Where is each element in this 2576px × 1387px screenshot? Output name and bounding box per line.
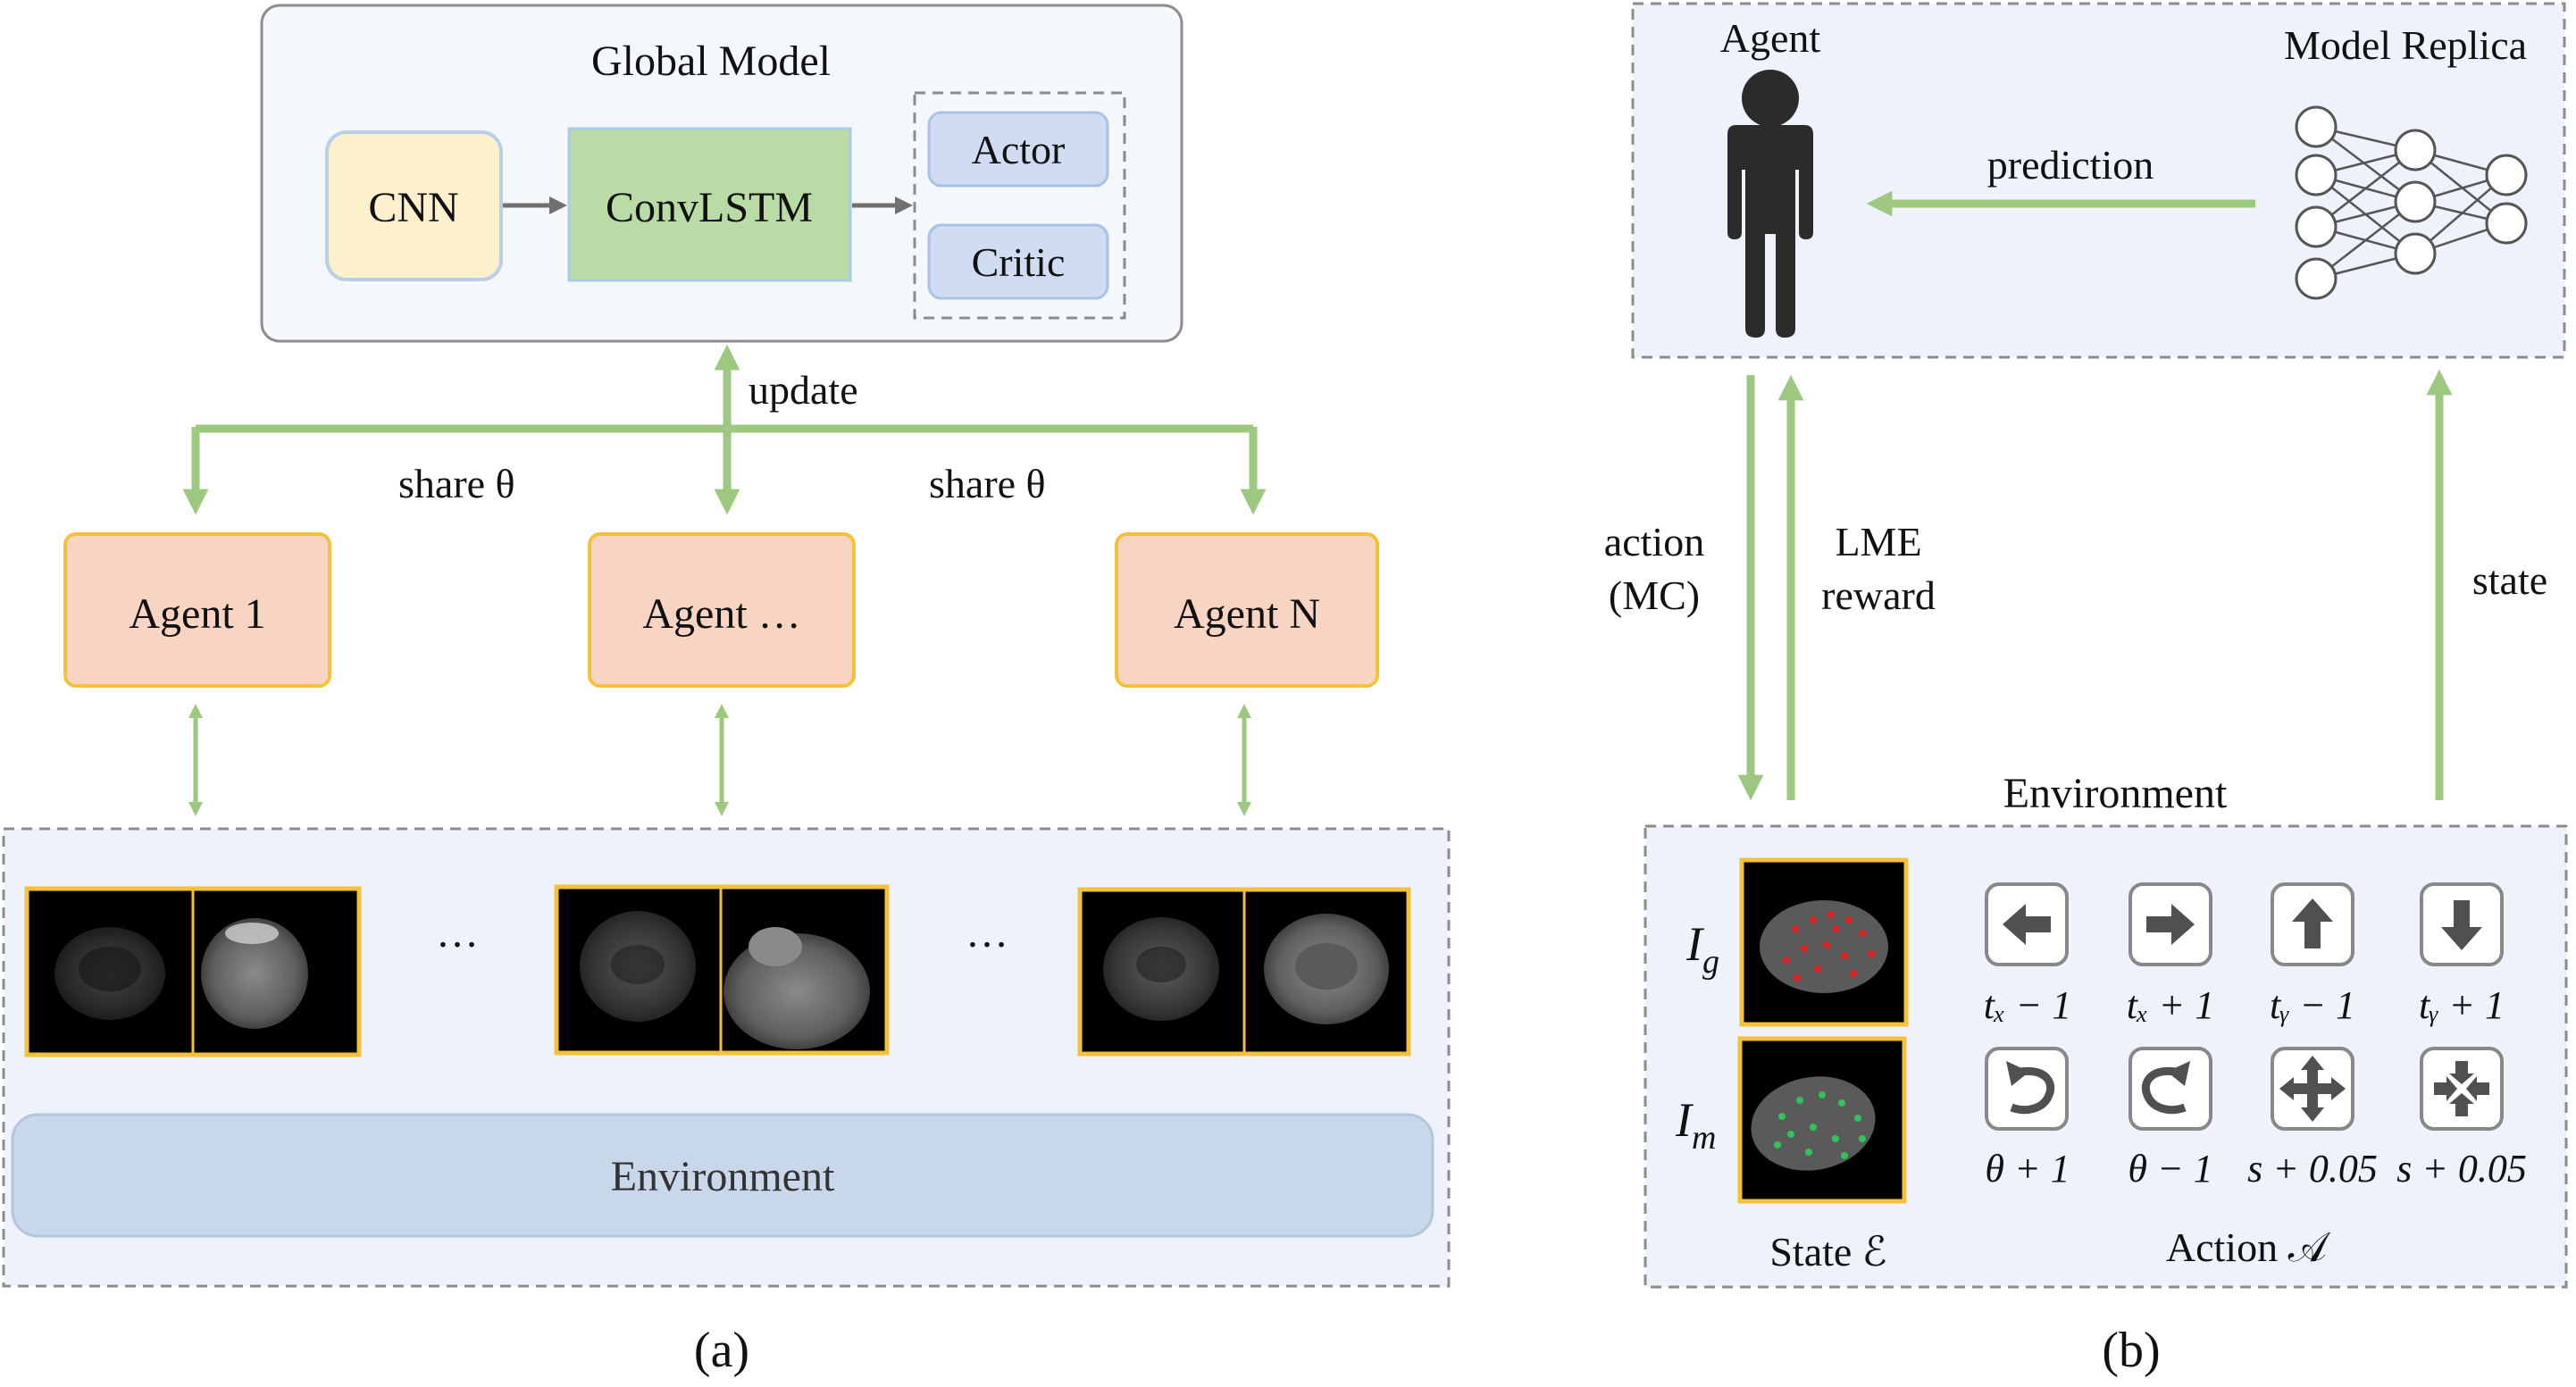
prediction-label: prediction xyxy=(1987,142,2154,188)
image-moving-symbol: Im xyxy=(1675,1093,1716,1157)
update-label: update xyxy=(749,367,858,413)
environment-a-label: Environment xyxy=(611,1153,835,1200)
action-icon-tx-minus xyxy=(1985,882,2069,966)
ellipsis-left: … xyxy=(436,909,479,957)
global-model-title: Global Model xyxy=(591,38,831,85)
scan-pair-3 xyxy=(1077,887,1411,1057)
convlstm-label: ConvLSTM xyxy=(606,184,813,231)
scan-pair-1 xyxy=(24,886,362,1057)
environment-a: … … Environment xyxy=(2,827,1451,1288)
agent-box-n: Agent N xyxy=(1115,532,1379,688)
agent-n-label: Agent N xyxy=(1174,590,1320,638)
environment-b-label: Environment xyxy=(2003,770,2228,817)
fixed-image-thumbnail xyxy=(1739,857,1909,1027)
agent-box-1: Agent 1 xyxy=(63,532,331,688)
panel-b: Agent Model Replica prediction xyxy=(1604,2,2568,1378)
state-label: state xyxy=(2472,557,2547,603)
agent-box-mid: Agent … xyxy=(588,532,856,688)
panel-a: Global Model CNN ConvLSTM Actor Critic u… xyxy=(2,4,1451,1378)
action-label-tx-plus: tₓ + 1 xyxy=(2127,983,2214,1027)
action-icon-theta-plus xyxy=(1985,1047,2069,1131)
action-icon-scale-shrink xyxy=(2420,1047,2504,1131)
critic-label: Critic xyxy=(972,239,1066,285)
global-model-box: Global Model CNN ConvLSTM Actor Critic xyxy=(260,4,1183,343)
action-label-theta-minus: θ − 1 xyxy=(2128,1147,2212,1191)
action-icon-scale-expand xyxy=(2271,1047,2354,1131)
critic-block xyxy=(927,223,1109,300)
state-space-label: State ℰ xyxy=(1769,1229,1886,1274)
action-label-theta-plus: θ + 1 xyxy=(1985,1147,2070,1191)
reward-label-line2: reward xyxy=(1821,572,1936,618)
action-label-scale-expand: s + 0.05 xyxy=(2247,1147,2378,1191)
convlstm-block xyxy=(567,127,852,282)
action-label-line1: action xyxy=(1604,519,1704,564)
agent-mid-label: Agent … xyxy=(642,590,800,638)
action-icon-ty-minus xyxy=(2271,882,2354,966)
cnn-block xyxy=(325,130,503,281)
action-icon-theta-minus xyxy=(2129,1047,2212,1131)
image-fixed-symbol: Ig xyxy=(1685,917,1719,981)
actor-label: Actor xyxy=(972,127,1066,172)
agent-person-icon xyxy=(1727,70,1813,338)
action-label-tx-minus: tₓ − 1 xyxy=(1984,983,2071,1027)
neural-network-icon xyxy=(2295,105,2528,300)
caption-b: (b) xyxy=(2102,1323,2160,1378)
model-replica-label: Model Replica xyxy=(2284,22,2527,68)
agent-label: Agent xyxy=(1720,15,1821,61)
action-label-ty-plus: tᵧ + 1 xyxy=(2419,983,2505,1027)
environment-bar xyxy=(11,1113,1434,1238)
reward-label-line1: LME xyxy=(1835,519,1921,564)
cnn-label: CNN xyxy=(368,184,458,231)
caption-a: (a) xyxy=(694,1323,749,1378)
action-space-label: Action 𝒜 xyxy=(2166,1224,2331,1270)
ellipsis-right: … xyxy=(966,909,1008,957)
moving-image-thumbnail xyxy=(1737,1036,1907,1204)
agent-1-label: Agent 1 xyxy=(129,590,265,638)
action-label-ty-minus: tᵧ − 1 xyxy=(2270,983,2355,1027)
scan-pair-2 xyxy=(554,884,890,1056)
actor-critic-group xyxy=(913,91,1126,320)
action-label-scale-shrink: s + 0.05 xyxy=(2396,1147,2527,1191)
share-label-left: share θ xyxy=(398,461,515,506)
action-icon-ty-plus xyxy=(2420,882,2504,966)
action-icon-tx-plus xyxy=(2129,882,2212,966)
share-label-right: share θ xyxy=(929,461,1046,506)
share-arrows xyxy=(182,344,1267,515)
actor-block xyxy=(927,111,1109,188)
action-label-line2: (MC) xyxy=(1609,572,1700,618)
